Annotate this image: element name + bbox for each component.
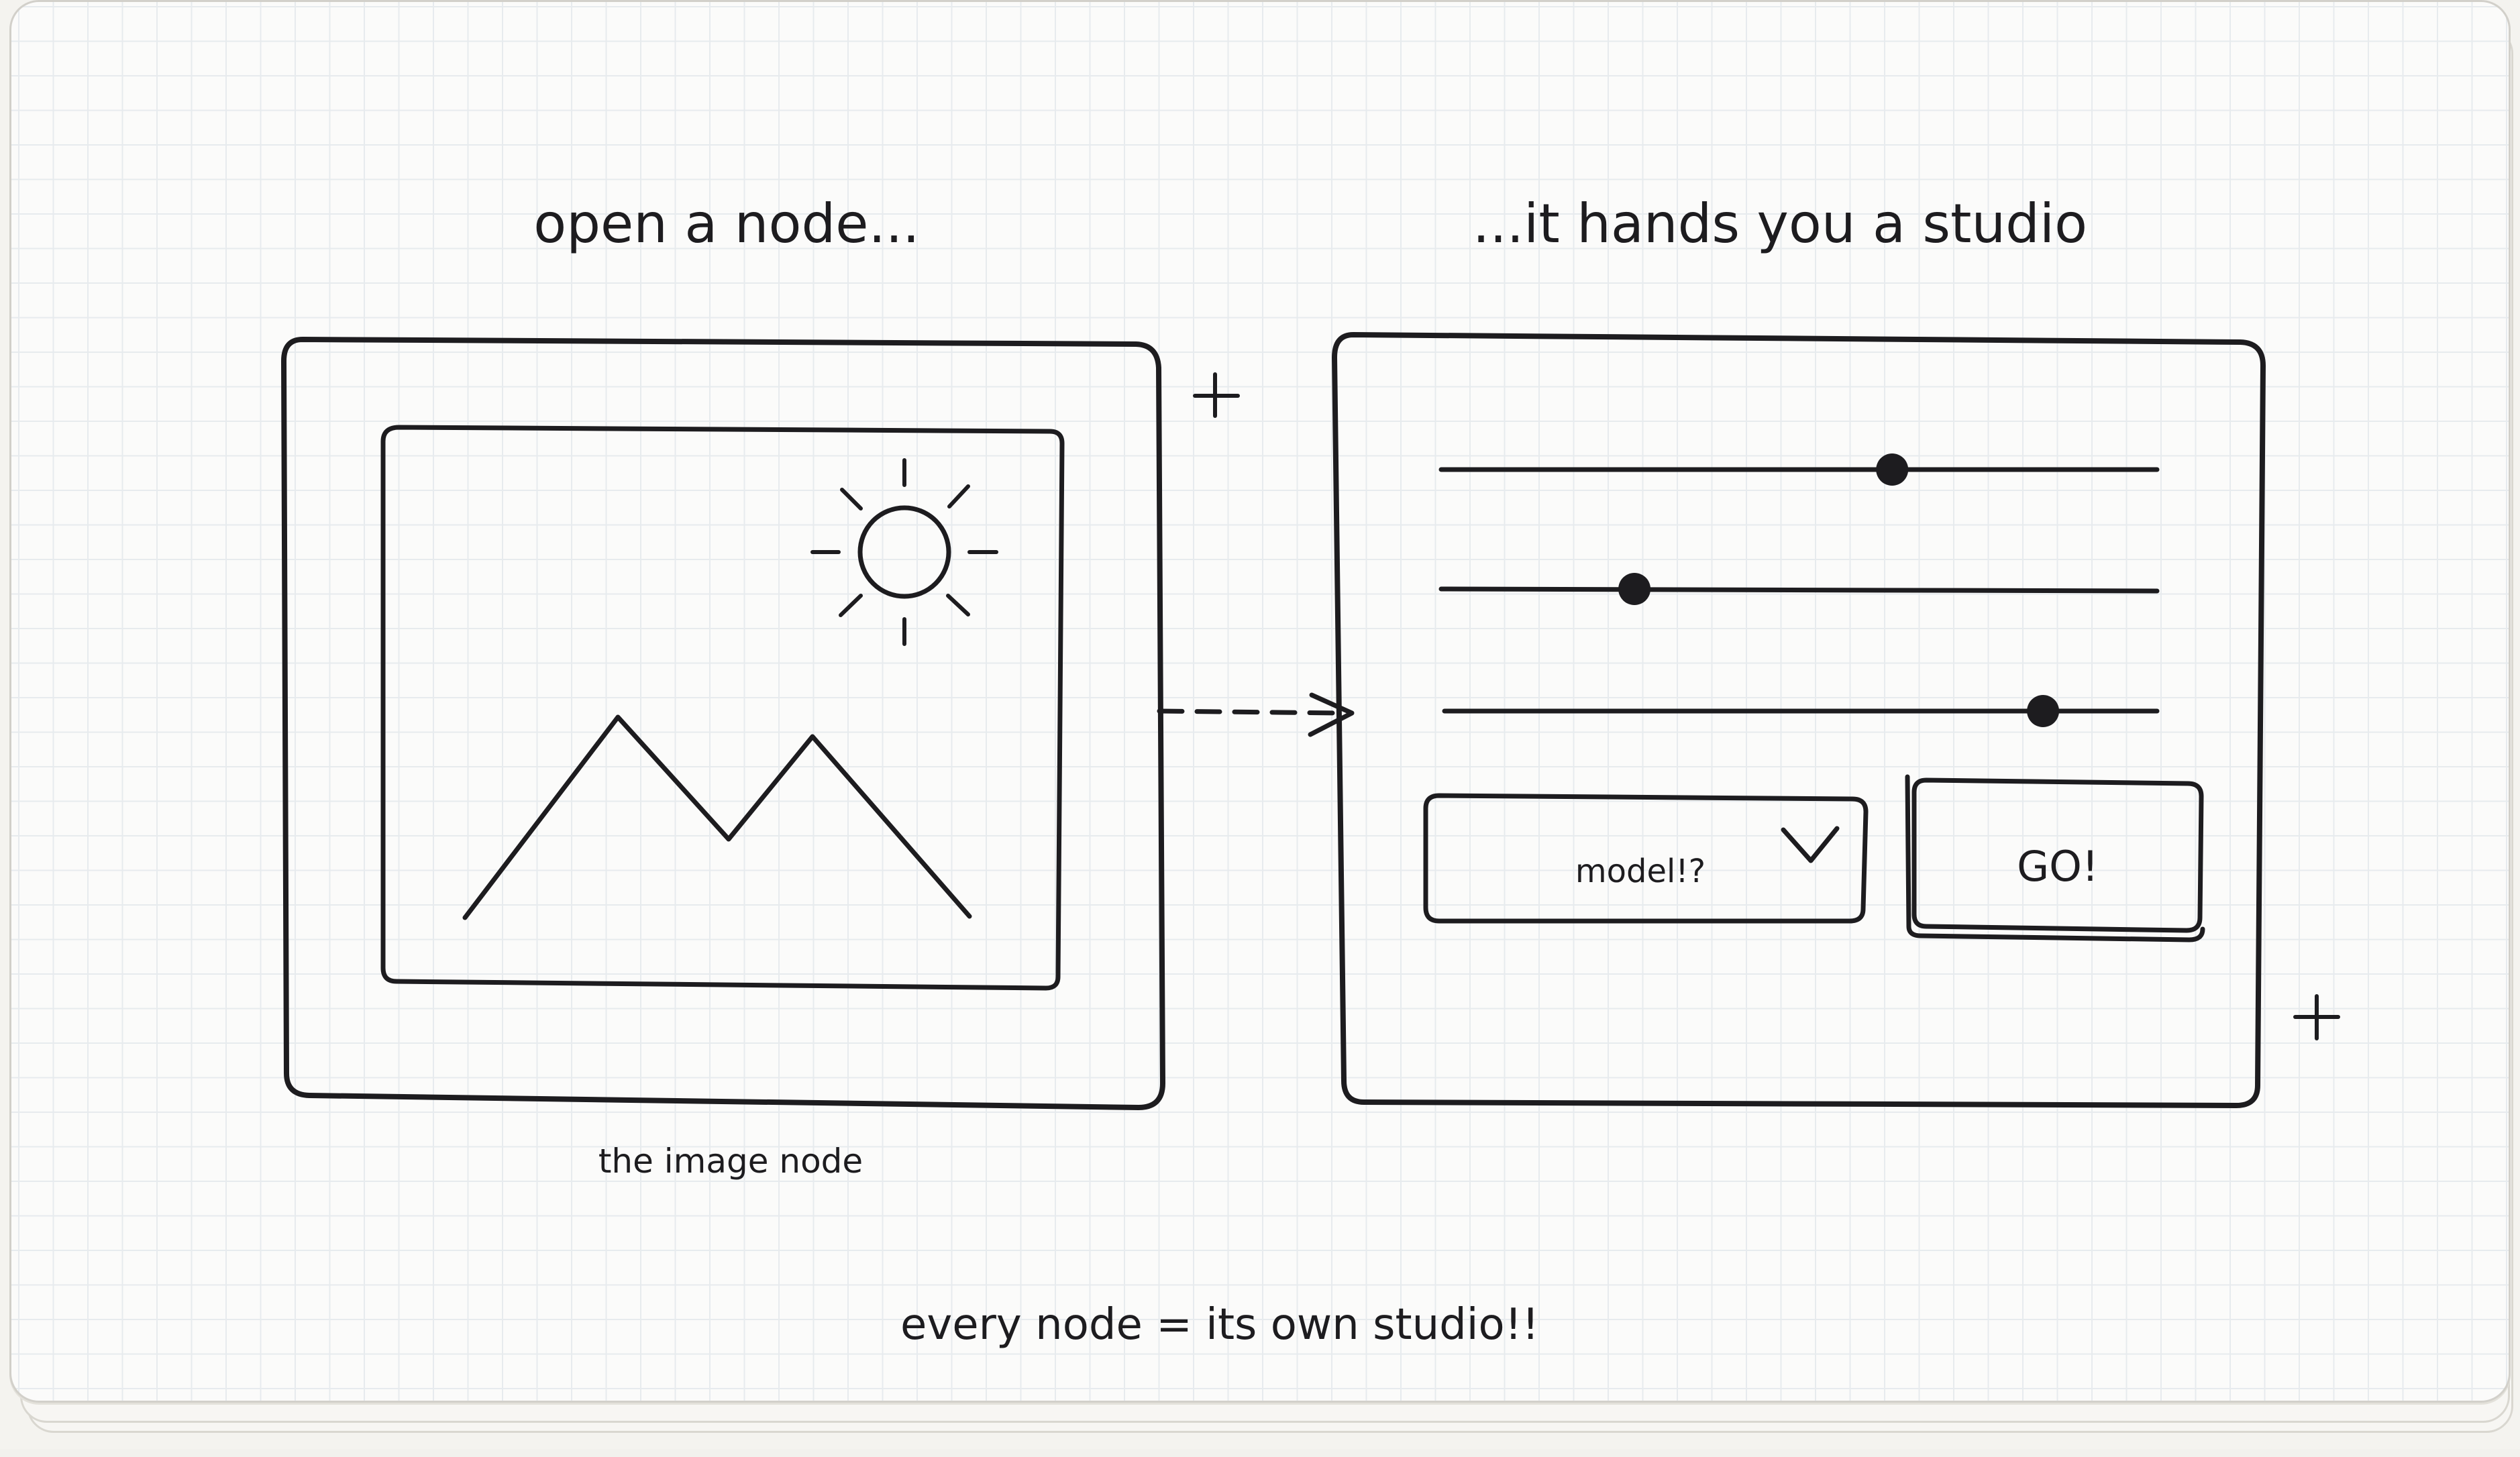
slider-1[interactable] xyxy=(1438,453,2160,486)
add-node-icon-bottom[interactable] xyxy=(2293,994,2340,1040)
footer-note: every node = its own studio!! xyxy=(900,1300,1539,1350)
slider-group xyxy=(1438,453,2160,727)
sketch-diagram: open a node... ...it hands you a studio … xyxy=(281,193,2340,1350)
image-thumbnail-frame xyxy=(380,425,1065,991)
sketch-canvas: open a node... ...it hands you a studio … xyxy=(9,0,2511,1403)
slider-handle[interactable] xyxy=(2027,695,2060,727)
mountains-icon xyxy=(462,714,972,920)
studio-panel-frame xyxy=(1332,332,2266,1108)
dropdown-label: model!? xyxy=(1575,853,1705,890)
slider-handle[interactable] xyxy=(1618,573,1651,605)
dropdown-box xyxy=(1423,793,1869,924)
go-button-shadow xyxy=(1905,774,2205,942)
studio-panel: model!? GO! xyxy=(1332,332,2266,1108)
page-bottom-edge xyxy=(0,1449,2520,1457)
image-node-frame xyxy=(281,337,1165,1110)
image-node[interactable] xyxy=(281,337,1165,1110)
image-node-caption: the image node xyxy=(598,1142,863,1181)
right-panel-heading: ...it hands you a studio xyxy=(1473,193,2087,255)
slider-3[interactable] xyxy=(1442,695,2160,727)
go-button[interactable]: GO! xyxy=(1905,774,2205,942)
slider-track xyxy=(1438,586,2160,594)
add-node-icon-top[interactable] xyxy=(1193,372,1240,418)
sun-icon xyxy=(810,458,998,646)
connector-arrow xyxy=(1157,692,1355,737)
left-panel-heading: open a node... xyxy=(533,193,919,255)
go-button-face xyxy=(1911,777,2204,933)
slider-2[interactable] xyxy=(1438,573,2160,605)
chevron-down-icon xyxy=(1781,826,1840,863)
model-dropdown[interactable]: model!? xyxy=(1423,793,1869,924)
go-button-label: GO! xyxy=(2017,842,2099,891)
slider-handle[interactable] xyxy=(1876,453,1909,486)
